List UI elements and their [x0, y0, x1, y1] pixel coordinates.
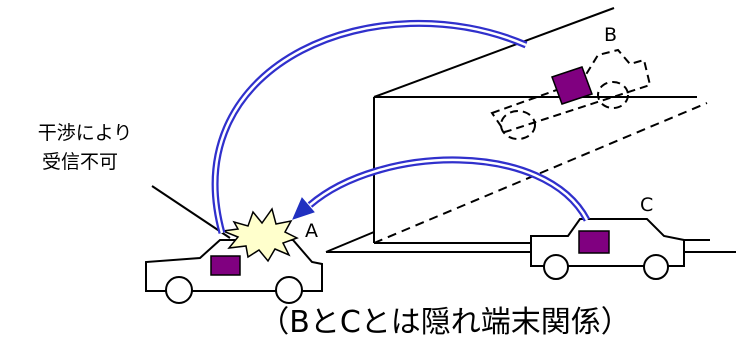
car-c-wheel-front — [643, 254, 669, 280]
car-a-wheel-front — [275, 276, 303, 304]
car-b-body — [490, 48, 652, 134]
car-c-wheel-rear — [543, 254, 569, 280]
car-b — [490, 48, 652, 140]
car-c-label: C — [640, 194, 653, 216]
car-a-label: A — [305, 220, 318, 242]
car-c-terminal — [578, 230, 610, 254]
signal-arrowhead-icon — [292, 197, 315, 220]
car-c — [530, 218, 685, 280]
car-b-wheel-rear — [500, 110, 536, 140]
car-b-wheel-front — [597, 81, 629, 109]
building-roof-line — [373, 7, 615, 98]
building — [325, 7, 736, 253]
annotation-pointer-line — [151, 185, 231, 239]
ramp-stub — [325, 231, 375, 253]
car-a-terminal — [210, 255, 241, 276]
diagram-caption: （BとCとは隠れ端末関係） — [259, 305, 631, 340]
car-b-terminal — [551, 66, 593, 105]
car-b-label: B — [604, 24, 617, 46]
hidden-ramp-dashed — [373, 102, 708, 244]
signal-path-c-to-a — [307, 156, 591, 222]
signal-path-b-to-a — [211, 19, 528, 234]
car-a — [145, 239, 323, 304]
collision-burst-icon — [220, 207, 299, 263]
interference-note-line1: 干渉により — [38, 122, 133, 144]
car-a-wheel-rear — [165, 276, 193, 304]
interference-note-line2: 受信不可 — [42, 151, 118, 173]
